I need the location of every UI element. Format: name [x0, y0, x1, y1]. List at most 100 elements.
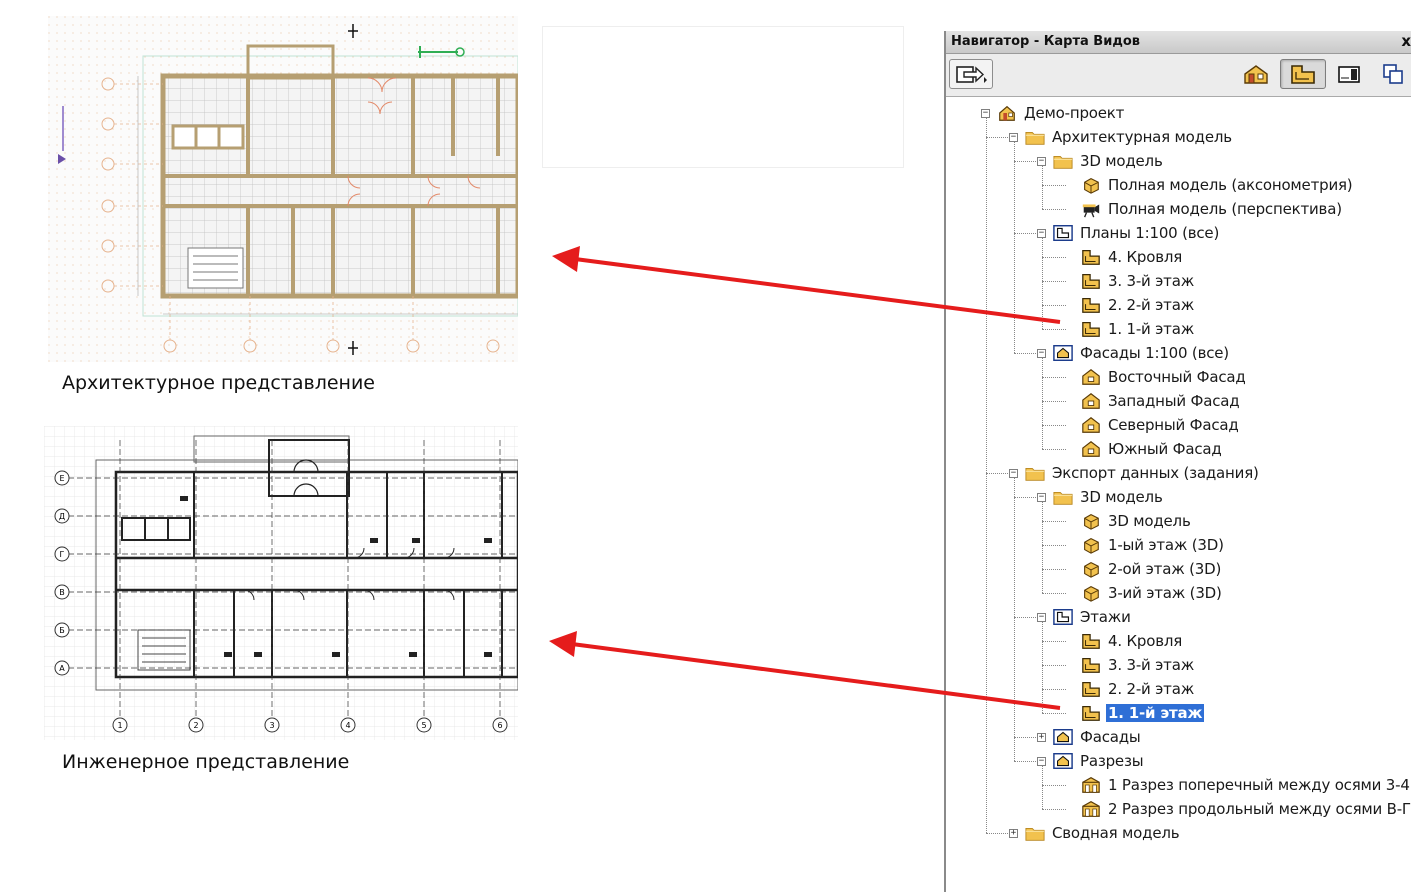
tree-item-label: 3D модель	[1080, 152, 1163, 170]
tree-item-label: 3-ий этаж (3D)	[1108, 584, 1222, 602]
tree-item[interactable]: Архитектурная модель	[1024, 126, 1234, 148]
collapse-toggle[interactable]: −	[1009, 468, 1018, 478]
tree-item[interactable]: Полная модель (перспектива)	[1080, 198, 1344, 220]
project-icon	[996, 103, 1018, 123]
view-map-icon	[1291, 65, 1315, 84]
tree-connector	[986, 113, 987, 833]
floor-plan-icon	[1080, 679, 1102, 699]
tree-item[interactable]: Фасады	[1052, 726, 1143, 748]
tree-item[interactable]: 3. 3-й этаж	[1080, 270, 1196, 292]
column-axis-label: 6	[497, 721, 502, 730]
engineering-caption: Инженерное представление	[62, 751, 350, 773]
navigator-toolbar	[946, 54, 1411, 97]
axon-icon	[1080, 175, 1102, 195]
tree-connector	[1042, 545, 1066, 546]
floor-plan-icon	[1080, 631, 1102, 651]
collapse-toggle[interactable]: −	[1037, 492, 1046, 502]
tree-item[interactable]: Разрезы	[1052, 750, 1145, 772]
floor-plan-icon	[1080, 295, 1102, 315]
tree-item[interactable]: 3-ий этаж (3D)	[1080, 582, 1224, 604]
tree-item-label: 4. Кровля	[1108, 632, 1183, 650]
tree-item[interactable]: 4. Кровля	[1080, 246, 1184, 268]
tree-item[interactable]: 3D модель	[1052, 486, 1165, 508]
tree-connector	[1042, 425, 1066, 426]
tree-item[interactable]: 3D модель	[1052, 150, 1165, 172]
expand-toggle[interactable]: +	[1037, 732, 1046, 742]
tree-item[interactable]: 1 Разрез поперечный между осями 3-4	[1080, 774, 1411, 796]
project-map-button[interactable]	[1237, 59, 1275, 89]
tree-item-label: 4. Кровля	[1108, 248, 1183, 266]
tree-item[interactable]: 2 Разрез продольный между осями В-Г	[1080, 798, 1411, 820]
tree-item-label: 3D модель	[1108, 512, 1191, 530]
elevations-group-icon	[1052, 727, 1074, 747]
collapse-toggle[interactable]: −	[981, 108, 990, 118]
architectural-plan-image	[48, 16, 518, 362]
elevations-group-icon	[1052, 343, 1074, 363]
tree-item[interactable]: 3. 3-й этаж	[1080, 654, 1196, 676]
tree-item[interactable]: Западный Фасад	[1080, 390, 1241, 412]
tree-item-label: Планы 1:100 (все)	[1080, 224, 1220, 242]
collapse-toggle[interactable]: −	[1037, 348, 1046, 358]
row-axis-bubble	[54, 584, 70, 600]
tree-item-label: Северный Фасад	[1108, 416, 1239, 434]
collapse-toggle[interactable]: −	[1009, 132, 1018, 142]
row-axis-label: В	[59, 588, 65, 597]
tree-item[interactable]: 3D модель	[1080, 510, 1193, 532]
tree-item[interactable]: Восточный Фасад	[1080, 366, 1248, 388]
tree-item[interactable]: 1. 1-й этаж	[1080, 702, 1205, 724]
tree-connector	[1014, 761, 1038, 762]
tree-item[interactable]: 2. 2-й этаж	[1080, 678, 1196, 700]
tree-item-label: 2. 2-й этаж	[1108, 680, 1195, 698]
tree-item[interactable]: 1. 1-й этаж	[1080, 318, 1196, 340]
tree-item[interactable]: Сводная модель	[1024, 822, 1181, 844]
tree-item[interactable]: 4. Кровля	[1080, 630, 1184, 652]
tree-item[interactable]: Экспорт данных (задания)	[1024, 462, 1261, 484]
tree-item[interactable]: 1-ый этаж (3D)	[1080, 534, 1226, 556]
tree-connector	[1042, 641, 1066, 642]
tree-connector	[1042, 305, 1066, 306]
collapse-toggle[interactable]: −	[1037, 612, 1046, 622]
tree-item[interactable]: Планы 1:100 (все)	[1052, 222, 1221, 244]
tree-connector	[1042, 257, 1066, 258]
close-icon[interactable]: x	[1401, 32, 1411, 50]
tree-item-label: Экспорт данных (задания)	[1052, 464, 1259, 482]
publish-map-button[interactable]	[949, 59, 993, 89]
tree-item-label: Полная модель (перспектива)	[1108, 200, 1342, 218]
elevations-group-icon	[1052, 751, 1074, 771]
tree-connector	[1042, 497, 1043, 593]
tree-connector	[1042, 401, 1066, 402]
elevation-icon	[1080, 391, 1102, 411]
tree-connector	[1014, 353, 1038, 354]
tree-item[interactable]: Фасады 1:100 (все)	[1052, 342, 1231, 364]
collapse-toggle[interactable]: −	[1037, 228, 1046, 238]
folder-icon	[1052, 487, 1074, 507]
tree-item[interactable]: Демо-проект	[996, 102, 1126, 124]
row-axis-bubble	[54, 660, 70, 676]
tree-connector	[1014, 233, 1038, 234]
tree-connector	[1042, 689, 1066, 690]
layout-book-button[interactable]	[1331, 59, 1367, 89]
tree-item-label: 1-ый этаж (3D)	[1108, 536, 1224, 554]
publisher-sets-button[interactable]	[1376, 59, 1410, 89]
row-axis-bubble	[54, 622, 70, 638]
tree-item[interactable]: 2. 2-й этаж	[1080, 294, 1196, 316]
camera-icon	[1080, 199, 1102, 219]
tree-item[interactable]: Полная модель (аксонометрия)	[1080, 174, 1354, 196]
tree-item-label: Архитектурная модель	[1052, 128, 1232, 146]
tree-item-label: 3D модель	[1080, 488, 1163, 506]
tree-item[interactable]: 2-ой этаж (3D)	[1080, 558, 1223, 580]
tree-item[interactable]: Этажи	[1052, 606, 1133, 628]
folder-icon	[1052, 151, 1074, 171]
collapse-toggle[interactable]: −	[1037, 756, 1046, 766]
expand-toggle[interactable]: +	[1009, 828, 1018, 838]
tree-item[interactable]: Северный Фасад	[1080, 414, 1241, 436]
tree-connector	[1014, 137, 1015, 353]
tree-item[interactable]: Южный Фасад	[1080, 438, 1224, 460]
tree-connector	[1042, 665, 1066, 666]
tree-item-label: Фасады	[1080, 728, 1141, 746]
folder-icon	[1024, 463, 1046, 483]
view-map-button[interactable]	[1280, 59, 1326, 89]
navigator-title-bar[interactable]: Навигатор - Карта Видов x	[946, 31, 1411, 54]
collapse-toggle[interactable]: −	[1037, 156, 1046, 166]
elevation-icon	[1080, 415, 1102, 435]
